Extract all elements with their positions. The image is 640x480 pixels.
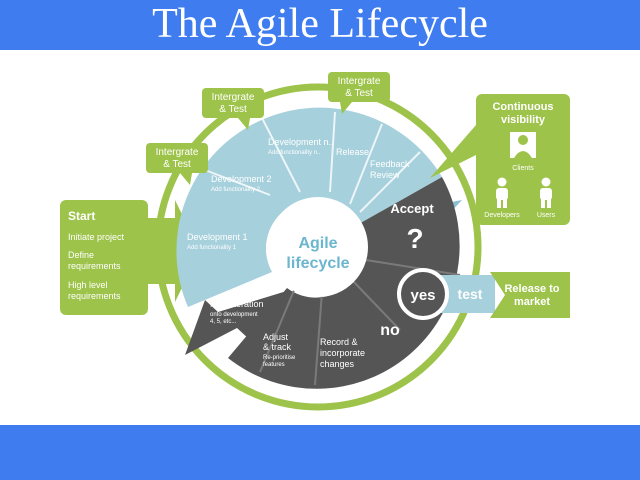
devn-title: Development n.. [268, 137, 334, 147]
test-label: test [458, 286, 483, 302]
release-market-arrow [490, 272, 570, 318]
adjust-line3: Re-prioritise [263, 355, 296, 361]
center-hole [268, 197, 368, 297]
start-box [60, 200, 148, 315]
record-line1: Record & [320, 337, 358, 347]
dev1-sub: Add functionality 1 [187, 245, 237, 251]
adjust-line4: features [263, 362, 285, 368]
users-label: Users [537, 212, 556, 219]
integrate-right-line2: & Test [345, 88, 373, 99]
release-market-line2: market [514, 296, 550, 308]
next-line1: Next Iteration [210, 299, 264, 309]
accept-label: Accept [390, 201, 434, 216]
start-item-2a: Define [68, 250, 94, 260]
devn-sub: Add functionality n.. [268, 150, 321, 156]
integrate-callout-left: Intergrate & Test [146, 143, 208, 185]
release-label: Release [336, 147, 369, 157]
feedback-line2: Review [370, 170, 400, 180]
dark-arrowhead [185, 290, 290, 355]
page-title: The Agile Lifecycle [152, 1, 488, 47]
dev1-title: Development 1 [187, 232, 248, 242]
center-title-line2: lifecycle [286, 255, 349, 272]
start-item-1: Initiate project [68, 232, 125, 242]
yes-circle [397, 268, 449, 320]
title-banner [0, 0, 640, 50]
developers-label: Developers [484, 212, 520, 219]
integrate-right-line1: Intergrate [338, 76, 381, 87]
dark-dividers [259, 259, 461, 386]
yes-label: yes [410, 287, 435, 304]
start-item-3a: High level [68, 280, 108, 290]
dev2-sub: Add functionality 2 [211, 187, 261, 193]
center-title-line1: Agile [298, 235, 337, 252]
start-item-2b: requirements [68, 261, 121, 271]
integrate-mid-line2: & Test [219, 104, 247, 115]
next-line3: 4, 5, etc... [210, 319, 237, 325]
integrate-callout-mid: Intergrate & Test [202, 88, 264, 130]
integrate-mid-line1: Intergrate [212, 92, 255, 103]
test-bar [440, 275, 495, 313]
visibility-title-line2: visibility [501, 114, 546, 126]
agile-lifecycle-diagram: Agile lifecycle Start Initiate project D… [60, 72, 570, 411]
dev2-title: Development 2 [211, 174, 272, 184]
start-item-3b: requirements [68, 291, 121, 301]
developer-icon [496, 177, 508, 208]
visibility-pointer [430, 125, 476, 178]
no-label: no [380, 322, 400, 339]
footer-banner [0, 425, 640, 480]
user-icon [540, 177, 552, 208]
adjust-line2: & track [263, 342, 292, 352]
clients-icon [510, 132, 536, 158]
next-line2: onto development [210, 312, 258, 318]
record-line3: changes [320, 359, 355, 369]
segment-dividers [204, 111, 421, 213]
start-heading: Start [68, 209, 95, 223]
integrate-callout-right: Intergrate & Test [328, 72, 390, 114]
visibility-title-line1: Continuous [492, 101, 553, 113]
adjust-line1: Adjust [263, 332, 289, 342]
clients-label: Clients [512, 165, 534, 172]
feedback-line1: Feedback [370, 159, 410, 169]
teal-arc [176, 107, 442, 307]
release-market-line1: Release to [504, 283, 559, 295]
question-mark: ? [406, 223, 423, 254]
integrate-left-line1: Intergrate [156, 147, 199, 158]
record-line2: incorporate [320, 348, 365, 358]
dark-arc [228, 177, 460, 389]
integrate-left-line2: & Test [163, 159, 191, 170]
